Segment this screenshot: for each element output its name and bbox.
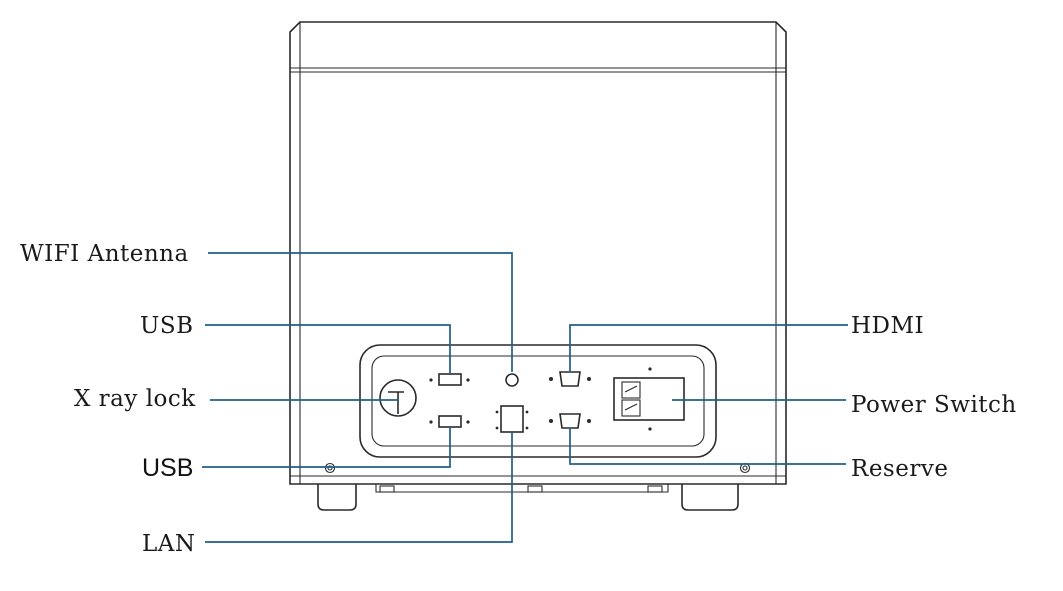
leader-usb-bottom: [202, 427, 451, 468]
usb-port-top-icon: [429, 373, 470, 386]
leader-wifi-antenna: [208, 252, 513, 372]
panel-outer: [359, 344, 717, 458]
leader-reserve: [569, 428, 846, 465]
rail-clip-2: [527, 485, 543, 493]
screw-left-icon: [324, 462, 336, 474]
leader-usb-top: [205, 324, 451, 374]
lid-seam: [290, 67, 786, 73]
lan-port-icon: [495, 405, 529, 433]
hdmi-port-icon: [549, 371, 591, 387]
usb-port-bottom-icon: [429, 415, 470, 428]
device-housing: [289, 21, 787, 485]
rail-clip-3: [647, 485, 663, 493]
x-ray-lock-icon: [379, 379, 417, 417]
connector-panel: [359, 344, 717, 458]
labels: WIFI Antenna USB X ray lock USB LAN HDMI…: [20, 241, 1017, 557]
leader-hdmi: [569, 324, 848, 372]
power-switch-icon: [613, 367, 685, 431]
label-usb-bottom: USB: [142, 454, 193, 482]
label-x-ray-lock: X ray lock: [74, 386, 196, 412]
label-reserve: Reserve: [851, 456, 948, 482]
panel-inner: [371, 355, 705, 447]
foot-right: [681, 484, 739, 511]
wifi-antenna-port-icon: [505, 373, 519, 387]
label-hdmi: HDMI: [851, 313, 924, 339]
device-feet: [317, 484, 739, 511]
leader-lines: [202, 252, 848, 543]
label-usb-top: USB: [140, 313, 194, 339]
rail-clip-1: [379, 485, 395, 493]
bottom-rail: [375, 484, 669, 493]
label-wifi-antenna: WIFI Antenna: [20, 241, 189, 267]
foot-left: [317, 484, 357, 511]
label-power-switch: Power Switch: [851, 392, 1017, 418]
label-lan: LAN: [142, 531, 196, 557]
reserve-port-icon: [549, 413, 591, 429]
leader-lan: [205, 432, 513, 543]
